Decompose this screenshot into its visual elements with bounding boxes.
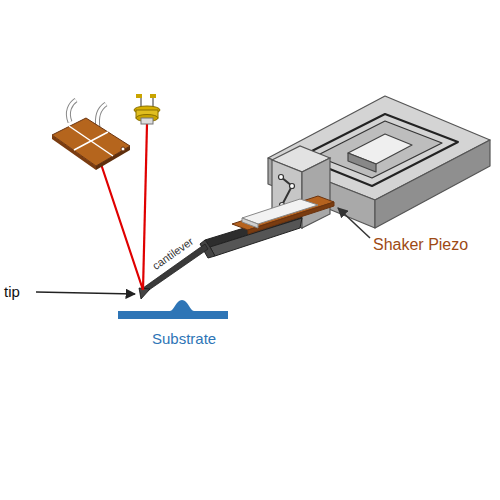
probe-tip [139, 288, 150, 299]
tip-label: tip [4, 283, 20, 300]
substrate-label: Substrate [152, 330, 216, 347]
shaker-piezo [232, 196, 334, 234]
piezo-leader [338, 208, 370, 238]
laser-diode [134, 94, 160, 124]
piezo-label: Shaker Piezo [373, 236, 468, 254]
tip-leader [36, 292, 135, 294]
substrate [118, 300, 228, 319]
photodetector [52, 100, 130, 170]
